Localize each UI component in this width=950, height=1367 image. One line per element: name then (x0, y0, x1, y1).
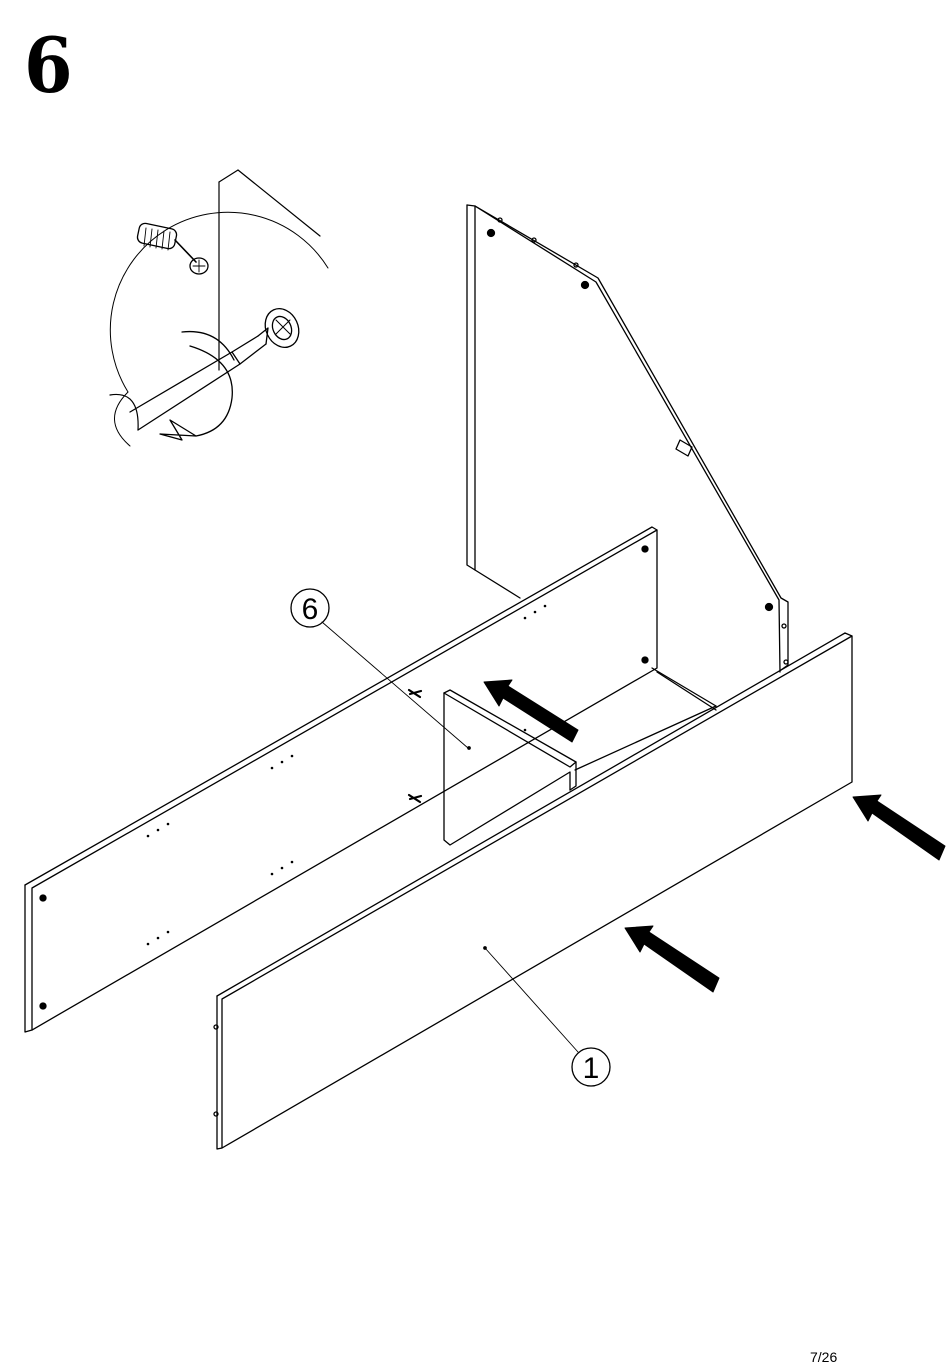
back-rail-panel (25, 527, 657, 1032)
push-direction-arrow-icon (484, 680, 578, 742)
side-panel (467, 205, 788, 672)
page-number: 7/26 (810, 1349, 837, 1365)
cam-lock-tightening-detail-icon (110, 170, 328, 446)
cam-bolt-icon (136, 222, 208, 274)
screwdriver-icon (110, 328, 268, 446)
divider-panel (444, 690, 576, 845)
part-callout-1: 1 (485, 948, 610, 1086)
part-label-6: 6 (302, 593, 319, 626)
part-label-1: 1 (583, 1052, 600, 1085)
push-direction-arrow-icon (625, 926, 719, 992)
rotation-arrow-icon (160, 332, 234, 440)
push-direction-arrow-icon (853, 795, 945, 860)
cam-lock-icon (259, 303, 305, 353)
